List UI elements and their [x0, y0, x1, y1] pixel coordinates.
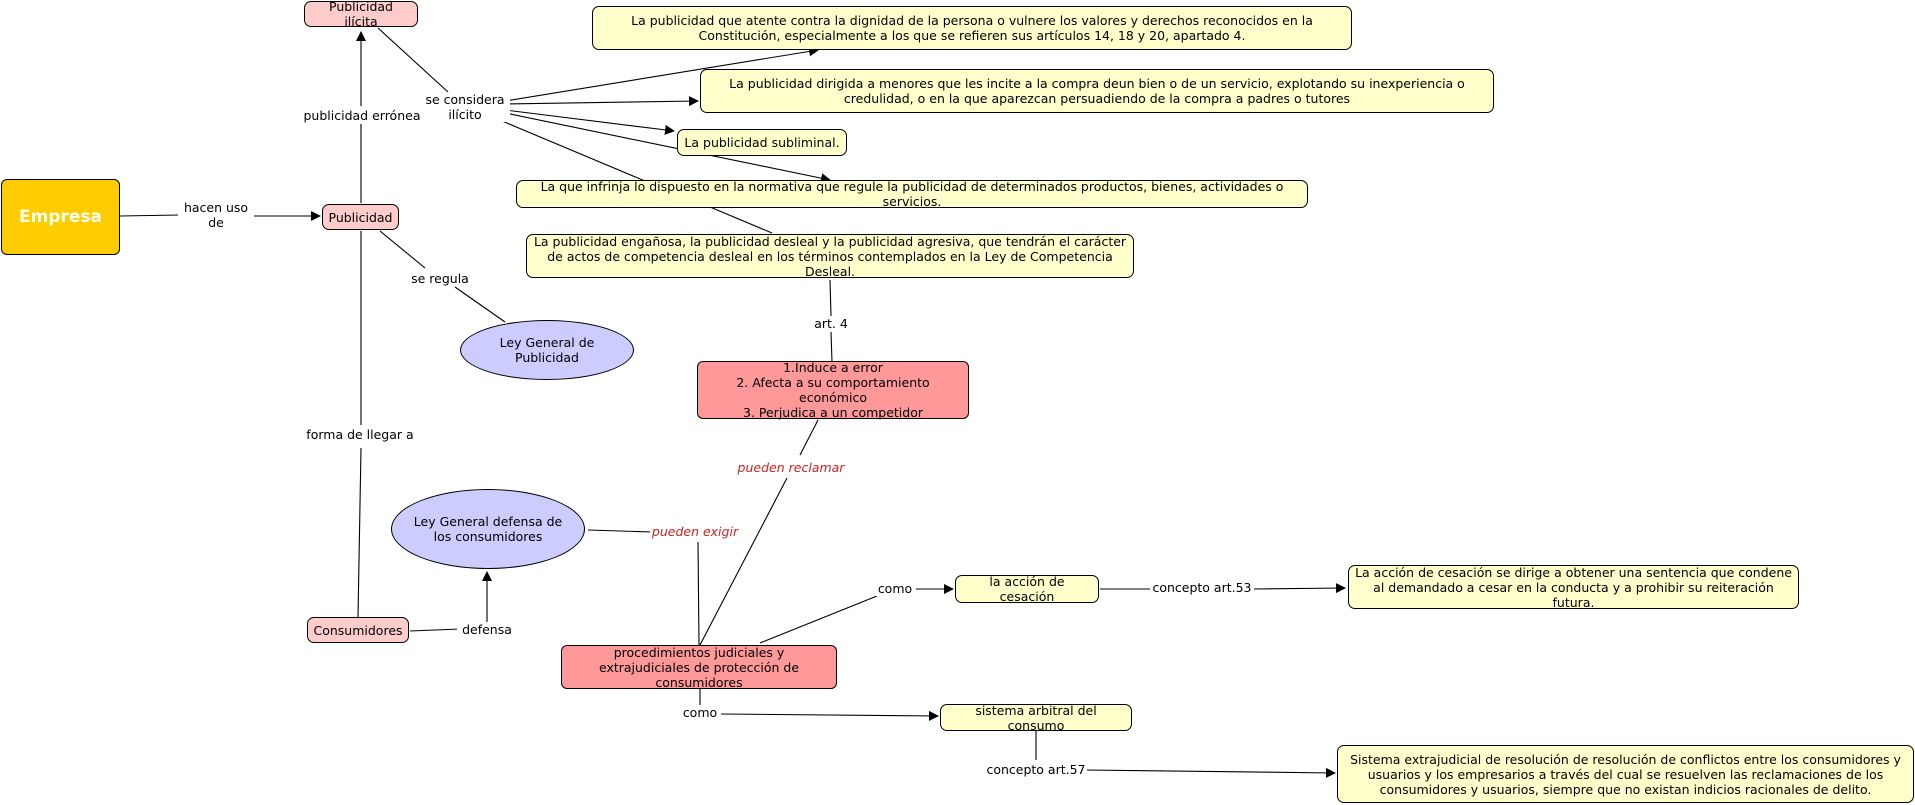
node-consumidores[interactable]: Consumidores [307, 617, 409, 643]
node-sistema-arbitral[interactable]: sistema arbitral del consumo [940, 703, 1132, 733]
node-dignidad[interactable]: La publicidad que atente contra la digni… [592, 6, 1352, 50]
link-concepto-art57: concepto art.57 [985, 762, 1087, 777]
link-defensa: defensa [457, 622, 517, 637]
link-concepto-art53: concepto art.53 [1150, 580, 1254, 595]
node-publicidad[interactable]: Publicidad [322, 204, 399, 230]
link-pueden-reclamar: pueden reclamar [735, 460, 847, 475]
link-publicidad-erronea: publicidad errónea [300, 108, 424, 123]
link-hacen-uso-de: hacen uso de [178, 200, 254, 230]
node-normativa[interactable]: La que infrinja lo dispuesto en la norma… [516, 179, 1308, 209]
node-procedimientos[interactable]: procedimientos judiciales y extrajudicia… [561, 645, 837, 690]
node-menores[interactable]: La publicidad dirigida a menores que les… [700, 69, 1494, 113]
node-empresa[interactable]: Empresa [1, 179, 120, 255]
node-enganosa[interactable]: La publicidad engañosa, la publicidad de… [526, 234, 1134, 279]
node-accion-cesacion-definicion[interactable]: La acción de cesación se dirige a obtene… [1348, 565, 1799, 610]
node-ley-general-publicidad[interactable]: Ley General de Publicidad [460, 320, 634, 380]
link-se-regula: se regula [405, 271, 475, 286]
node-sistema-arbitral-definicion[interactable]: Sistema extrajudicial de resolución de r… [1337, 745, 1914, 803]
link-forma-de-llegar-a: forma de llegar a [300, 427, 420, 442]
node-subliminal[interactable]: La publicidad subliminal. [677, 129, 847, 156]
link-pueden-exigir: pueden exigir [650, 524, 740, 539]
link-como-cesacion: como [874, 581, 916, 596]
link-art4: art. 4 [806, 316, 856, 331]
node-induce-error[interactable]: 1.Induce a error 2. Afecta a su comporta… [697, 360, 969, 420]
node-publicidad-ilicita[interactable]: Publicidad ilícita [304, 0, 418, 29]
link-como-arbitral: como [679, 705, 721, 720]
node-accion-cesacion[interactable]: la acción de cesación [955, 574, 1099, 604]
node-ley-general-consumidores[interactable]: Ley General defensa de los consumidores [391, 489, 585, 569]
link-se-considera-ilicito: se considera ilícito [420, 92, 510, 122]
